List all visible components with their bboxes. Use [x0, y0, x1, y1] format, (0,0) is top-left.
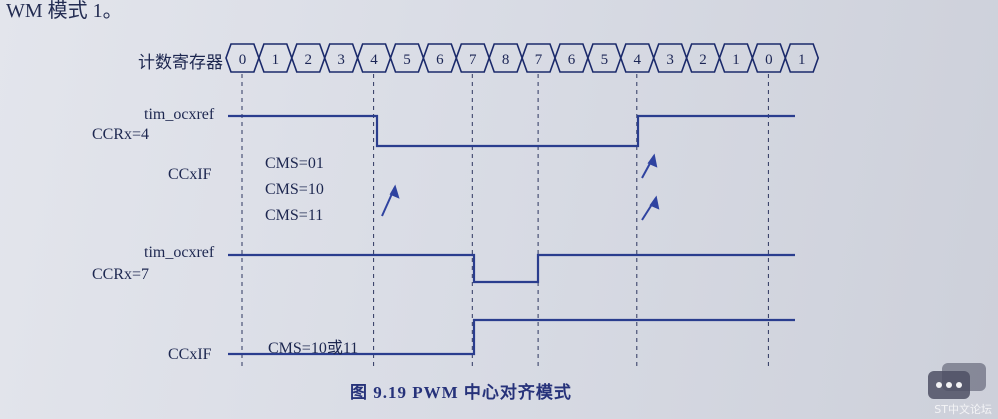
counter-sequence [225, 43, 820, 73]
counter-value: 0 [239, 52, 247, 68]
timing-dashed-lines [241, 74, 769, 370]
cms-11-label: CMS=11 [265, 207, 324, 224]
cms-10-or-11-label: CMS=10或11 [268, 340, 359, 357]
counter-value: 7 [469, 52, 477, 68]
figure-caption: 图 9.19 PWM 中心对齐模式 [350, 383, 572, 402]
counter-value: 3 [666, 52, 674, 68]
counter-value: 1 [272, 52, 280, 68]
counter-value: 3 [337, 52, 345, 68]
ccr-label-7: CCRx=7 [92, 266, 150, 283]
interrupt-arrow-up-1 [381, 184, 400, 217]
cms-01-label: CMS=01 [265, 155, 324, 172]
counter-value: 1 [798, 52, 806, 68]
counter-value: 2 [305, 52, 313, 68]
interrupt-arrow-up-3 [641, 195, 660, 221]
ccxif-label-1: CCxIF [168, 166, 212, 183]
counter-value: 5 [403, 52, 411, 68]
tim-ocxref-label-1: tim_ocxref [144, 106, 215, 123]
forum-logo-icon [928, 363, 986, 399]
tim-ocxref-waveform-ccr4 [228, 114, 795, 148]
counter-register-label: 计数寄存器 [138, 53, 223, 73]
forum-watermark-text: ST中文论坛 [934, 403, 992, 416]
counter-value: 2 [699, 52, 707, 68]
interrupt-arrow-up-2 [641, 153, 658, 179]
ccxif-waveform-cms10-11 [228, 318, 795, 356]
counter-value: 4 [634, 52, 642, 68]
tim-ocxref-waveform-ccr7 [228, 253, 795, 284]
counter-value: 7 [535, 52, 543, 68]
counter-values: 0 1 2 3 4 5 6 7 8 7 6 5 4 3 2 1 0 1 [239, 52, 806, 68]
counter-cells-outline [225, 43, 820, 73]
tim-ocxref-label-2: tim_ocxref [144, 244, 215, 261]
ccxif-label-2: CCxIF [168, 346, 212, 363]
counter-value: 6 [568, 52, 576, 68]
ccr-label-4: CCRx=4 [92, 126, 150, 143]
counter-value: 6 [436, 52, 444, 68]
counter-value: 1 [732, 52, 740, 68]
cms-10-label: CMS=10 [265, 181, 324, 198]
counter-value: 8 [502, 52, 510, 68]
page-top-text: WM 模式 1。 [6, 0, 123, 22]
counter-value: 4 [370, 52, 378, 68]
counter-value: 5 [601, 52, 609, 68]
counter-value: 0 [765, 52, 773, 68]
